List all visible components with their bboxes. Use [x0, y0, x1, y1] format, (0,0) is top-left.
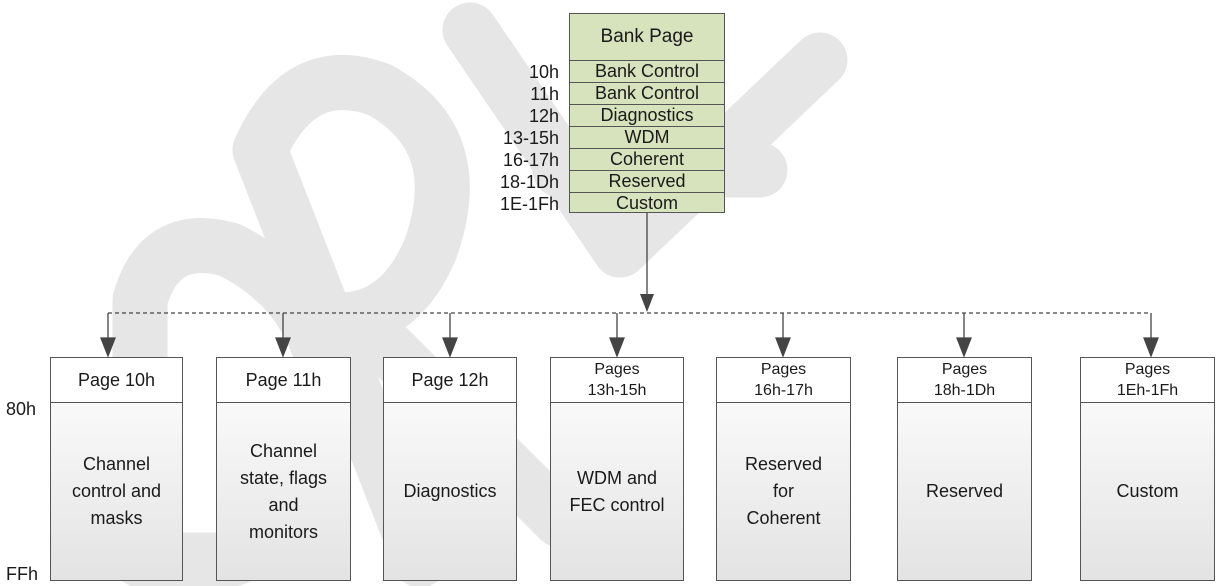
page-box-16h-17h: Pages 16h-17h Reserved for Coherent — [716, 357, 851, 581]
page-box-title: Page 12h — [384, 358, 516, 403]
page-box-title: Pages 13h-15h — [551, 358, 683, 403]
page-box-title: Pages 18h-1Dh — [898, 358, 1031, 403]
page-box-1eh-1fh: Pages 1Eh-1Fh Custom — [1080, 357, 1215, 581]
bank-offset-12h: 12h — [528, 106, 559, 126]
address-start-label: 80h — [6, 399, 37, 419]
bank-offset-13-15h: 13-15h — [502, 128, 559, 148]
bank-row-custom: Custom — [570, 192, 724, 214]
bank-row-reserved: Reserved — [570, 170, 724, 192]
bank-offset-18-1dh: 18-1Dh — [499, 172, 559, 192]
page-box-12h: Page 12h Diagnostics — [383, 357, 517, 581]
page-box-body: Custom — [1116, 481, 1179, 501]
page-box-title: Pages 1Eh-1Fh — [1081, 358, 1214, 403]
bank-offset-11h: 11h — [530, 84, 559, 104]
bank-row-bank-control-2: Bank Control — [570, 82, 724, 104]
bank-row-diagnostics: Diagnostics — [570, 104, 724, 126]
bank-page-title: Bank Page — [600, 26, 694, 47]
page-box-title: Pages 16h-17h — [717, 358, 850, 403]
bank-offset-1e-1fh: 1E-1Fh — [499, 194, 559, 214]
bank-page-table: Bank Page Bank Control Bank Control Diag… — [569, 13, 725, 213]
page-box-body: Channel state, flags and monitors — [239, 440, 328, 542]
page-box-body: WDM and FEC control — [569, 467, 665, 515]
page-box-body: Diagnostics — [403, 481, 497, 501]
page-box-title: Page 11h — [217, 358, 350, 403]
bank-offset-10h: 10h — [528, 62, 559, 82]
address-end-label: FFh — [6, 564, 39, 584]
bank-offset-16-17h: 16-17h — [502, 150, 559, 170]
page-box-11h: Page 11h Channel state, flags and monito… — [216, 357, 351, 581]
page-box-13h-15h: Pages 13h-15h WDM and FEC control — [550, 357, 684, 581]
page-box-10h: Page 10h Channel control and masks — [50, 357, 183, 581]
page-box-body: Reserved — [925, 481, 1004, 501]
page-box-body: Channel control and masks — [71, 454, 162, 528]
page-box-title: Page 10h — [51, 358, 182, 403]
bank-row-coherent: Coherent — [570, 148, 724, 170]
bank-row-bank-control-1: Bank Control — [570, 60, 724, 82]
page-box-body: Reserved for Coherent — [744, 454, 823, 528]
bank-row-wdm: WDM — [570, 126, 724, 148]
page-box-18h-1dh: Pages 18h-1Dh Reserved — [897, 357, 1032, 581]
